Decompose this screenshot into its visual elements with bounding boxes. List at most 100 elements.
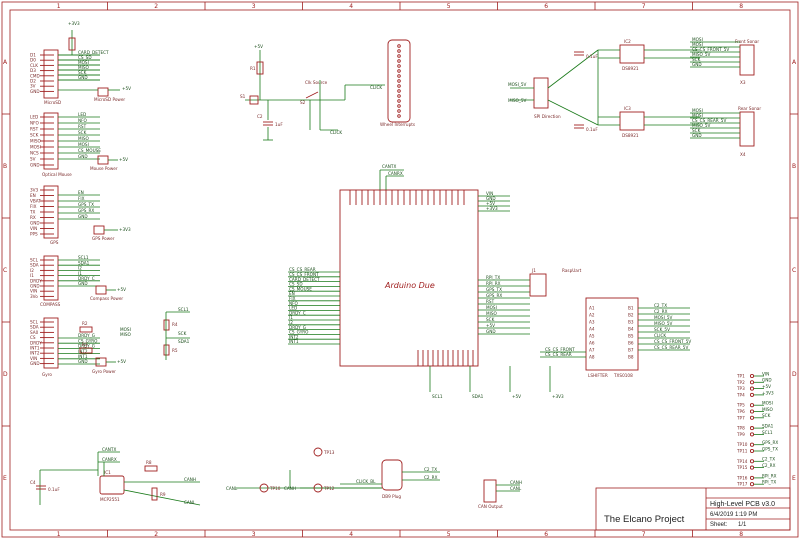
gyro-r2: R2: [82, 321, 88, 326]
net-label: GND: [486, 196, 496, 201]
pin-label: A4: [589, 327, 595, 332]
can-output-block: CANH CANL CAN Output: [478, 479, 522, 509]
test-point-id: TP1: [736, 374, 745, 379]
net-label: CS_CS_FRONT: [545, 347, 575, 352]
pin-label: DRDY: [30, 278, 42, 283]
pin-label: I2: [30, 268, 34, 273]
gyro-power-label: Gyro Power: [92, 369, 116, 374]
net-label: MISO_5V: [654, 321, 673, 326]
pin-label: 3V3: [30, 188, 39, 193]
pin-label: D2: [30, 79, 36, 84]
pin-label: 3V: [30, 84, 36, 89]
net-label: SCL1: [78, 255, 89, 260]
db9-tp12: TP12: [323, 486, 335, 491]
test-point-net: VIN: [762, 371, 769, 376]
net-label: CS_CS_REAR: [545, 352, 572, 357]
row-marker: D: [792, 371, 797, 378]
test-point-id: TP9: [736, 432, 745, 437]
net-label: MOSI: [692, 113, 703, 118]
spi-direction-block: MOSI_5V MISO_5V SPI Direction 0.1uF 0.1u…: [508, 49, 599, 132]
net-label: SDA1: [472, 394, 484, 399]
due-canrx: CANRX: [388, 171, 403, 176]
net-label: +3V3: [486, 206, 498, 211]
test-point-pad: [749, 448, 755, 454]
col-marker: 3: [252, 531, 256, 538]
gyro-r4: R4: [172, 322, 178, 327]
optical-mouse-label: Optical Mouse: [42, 172, 72, 177]
pin-label: B4: [628, 327, 634, 332]
net-label: GND: [78, 75, 88, 80]
sheet-label: Sheet:: [710, 522, 728, 528]
test-point-net: C2_TX: [762, 457, 775, 462]
net-label: RPI_RX: [486, 281, 501, 286]
can-cap: 0.1uF: [48, 487, 60, 492]
net-label: I2: [78, 266, 82, 271]
pin-label: A2: [589, 313, 595, 318]
net-label: CS_CS_FRONT: [289, 272, 319, 277]
pin-label: 3Vo: [30, 294, 38, 299]
db9-c2tx: C2_TX: [424, 467, 437, 472]
net-label: CS_MOUSE: [78, 148, 101, 153]
test-point-net: GPS_TX: [762, 446, 778, 451]
net-label: +5V: [512, 394, 521, 399]
pin-label: 5V: [30, 157, 36, 162]
pin-label: INT2: [30, 351, 40, 356]
front-sonar-conn: X3: [740, 80, 746, 85]
net-label: NFO: [78, 118, 88, 123]
wheel-connector: Wheel Interrupts: [380, 39, 415, 127]
pin-label: SDA: [30, 263, 39, 268]
pin-label: TX: [29, 210, 36, 215]
db9-tp13: TP13: [323, 450, 335, 455]
test-point-id: TP2: [736, 380, 745, 385]
clk-click-label: CLICK: [330, 130, 342, 135]
net-label: MISO: [78, 65, 90, 70]
test-point-pad: [749, 415, 755, 420]
raspuart-label: RaspUart: [562, 268, 582, 273]
col-marker: 7: [642, 531, 646, 538]
pin-label: CS: [30, 335, 36, 340]
net-label: CARD_DETECT: [78, 50, 109, 55]
sheet-number: 1/1: [738, 522, 747, 528]
pin-label: LED: [30, 115, 38, 120]
test-point-id: TP10: [736, 442, 748, 447]
row-marker: A: [792, 59, 797, 66]
test-point-pad: [749, 380, 755, 385]
net-label: +3V3: [552, 394, 564, 399]
pin-label: FIX: [30, 204, 37, 209]
clk-s2: S2: [300, 100, 306, 105]
net-label: EN: [289, 291, 295, 296]
gyro-5v: +5V: [117, 359, 126, 364]
test-point-net: +5V: [762, 384, 771, 389]
can-chip: MCP2551: [100, 497, 120, 502]
pin-label: RX: [30, 215, 36, 220]
pin-label: VIN: [30, 356, 37, 361]
spi-mosi: MOSI_5V: [508, 82, 527, 87]
net-label: INT1: [289, 339, 299, 344]
pin-label: A7: [589, 348, 595, 353]
row-marker: D: [3, 371, 8, 378]
test-point-net: GND: [762, 378, 772, 383]
pin-label: VIN: [30, 289, 37, 294]
col-marker: 7: [642, 3, 646, 10]
net-label: FIX: [78, 196, 85, 201]
spi-cap1: 0.1uF: [586, 54, 598, 59]
pin-label: B2: [628, 313, 634, 318]
pin-label: GND: [30, 284, 40, 289]
rear-sonar-chip: DS8921: [622, 133, 639, 138]
gyro-sda1-label: SDA1: [178, 339, 190, 344]
net-label: SCK: [692, 57, 701, 62]
net-label: GPS_RX: [486, 293, 502, 298]
pin-label: CMD: [30, 73, 40, 78]
test-point-pad: [749, 459, 755, 464]
arduino-label: Arduino Due: [384, 281, 435, 290]
clk-cap: 1uF: [275, 122, 283, 127]
net-label: MOSI_5V: [654, 315, 673, 320]
net-label: SCL1: [432, 394, 443, 399]
test-point-id: TP3: [736, 386, 745, 391]
pin-label: GND: [30, 221, 40, 226]
title-block: The Elcano Project High-Level PCB v3.0 6…: [595, 487, 791, 531]
net-label: GND: [78, 154, 88, 159]
net-label: FIX: [289, 296, 296, 301]
net-label: +5V: [486, 201, 495, 206]
net-label: CS_GYRO: [289, 330, 309, 335]
